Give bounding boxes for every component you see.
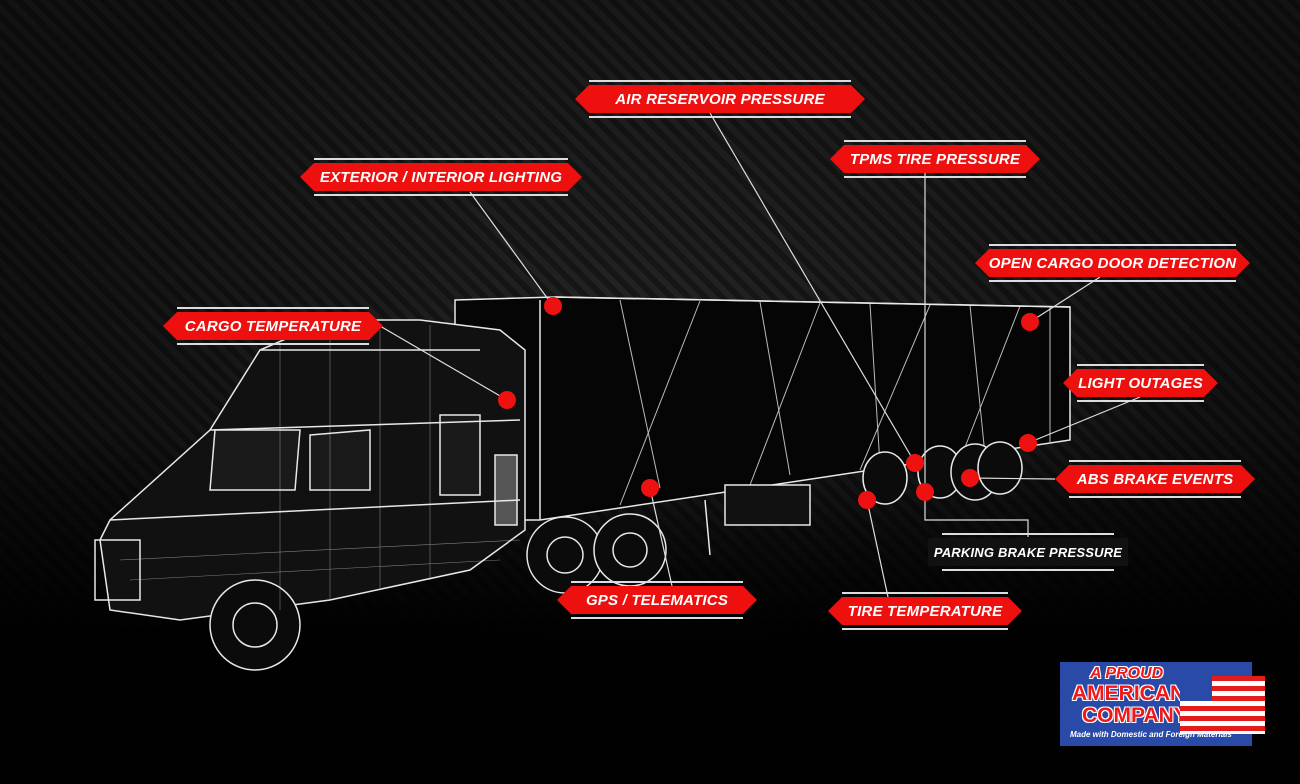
- sensor-dot-cargo-temp: [498, 391, 516, 409]
- sensor-dot-cargo-door: [1021, 313, 1039, 331]
- sensor-dot-parking-brake: [916, 483, 934, 501]
- label-text: TPMS TIRE PRESSURE: [849, 150, 1021, 168]
- label-text: CARGO TEMPERATURE: [184, 317, 362, 335]
- logo-line-3: COMPANY: [1082, 704, 1188, 727]
- label-abs-brake: ABS BRAKE EVENTS: [1055, 460, 1255, 498]
- label-lighting: EXTERIOR / INTERIOR LIGHTING: [300, 158, 582, 196]
- label-text: AIR RESERVOIR PRESSURE: [615, 90, 825, 108]
- sensor-dot-gps: [641, 479, 659, 497]
- label-text: LIGHT OUTAGES: [1078, 374, 1203, 392]
- label-tpms: TPMS TIRE PRESSURE: [830, 140, 1040, 178]
- label-text: EXTERIOR / INTERIOR LIGHTING: [319, 168, 563, 186]
- us-flag-icon: [1180, 676, 1265, 734]
- label-cargo-door: OPEN CARGO DOOR DETECTION: [975, 244, 1250, 282]
- sensor-points: [498, 297, 1039, 509]
- label-light-outages: LIGHT OUTAGES: [1063, 364, 1218, 402]
- logo-line-1: A PROUD: [1090, 665, 1164, 682]
- label-text: ABS BRAKE EVENTS: [1076, 470, 1234, 488]
- label-text: OPEN CARGO DOOR DETECTION: [988, 254, 1237, 272]
- logo-tagline: Made with Domestic and Foreign Materials: [1070, 730, 1232, 739]
- label-parking-brake: PARKING BRAKE PRESSURE: [928, 533, 1128, 571]
- sensor-dot-tire-temp: [858, 491, 876, 509]
- label-gps-telematics: GPS / TELEMATICS: [557, 581, 757, 619]
- sensor-dot-abs: [961, 469, 979, 487]
- sensor-dot-air-reservoir: [906, 454, 924, 472]
- label-cargo-temperature: CARGO TEMPERATURE: [163, 307, 383, 345]
- label-text: PARKING BRAKE PRESSURE: [933, 544, 1123, 560]
- leader-lines: [379, 112, 1141, 598]
- label-text: TIRE TEMPERATURE: [847, 602, 1003, 620]
- label-text: GPS / TELEMATICS: [585, 591, 729, 609]
- logo-line-2: AMERICAN: [1072, 682, 1186, 705]
- label-air-reservoir-pressure: AIR RESERVOIR PRESSURE: [575, 80, 865, 118]
- sensor-dot-light-outages: [1019, 434, 1037, 452]
- label-tire-temperature: TIRE TEMPERATURE: [828, 592, 1022, 630]
- sensor-dot-lighting: [544, 297, 562, 315]
